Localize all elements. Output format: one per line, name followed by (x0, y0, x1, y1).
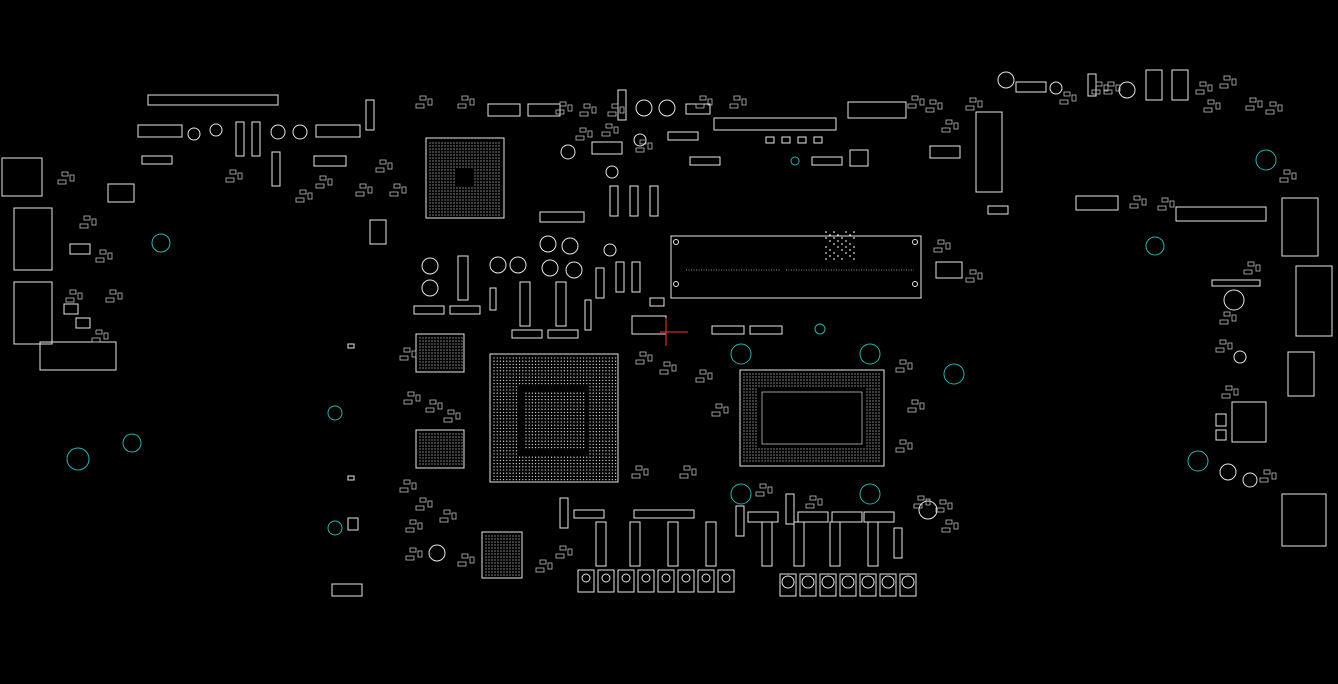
left-io-section (1, 157, 171, 471)
top-right-section (997, 69, 1277, 256)
center-components (331, 315, 783, 597)
port-connector[interactable] (1295, 265, 1333, 337)
right-io-section (1187, 197, 1333, 547)
mounting-hole[interactable] (122, 433, 142, 453)
mounting-hole[interactable] (1145, 236, 1165, 256)
port-connector[interactable] (1281, 197, 1319, 257)
connector[interactable] (975, 111, 1003, 193)
port-connector[interactable] (13, 281, 53, 345)
mounting-hole[interactable] (327, 405, 343, 421)
port-connector[interactable] (1287, 351, 1315, 397)
cpu-package[interactable] (739, 369, 885, 467)
top-left-section (137, 94, 387, 245)
top-connectors (713, 101, 1009, 279)
vrm-section (57, 75, 1297, 597)
connector[interactable] (847, 101, 907, 119)
port-connector[interactable] (13, 207, 53, 271)
port-connector[interactable] (1281, 493, 1327, 547)
mounting-hole[interactable] (730, 343, 752, 365)
cpu-mount-holes (327, 323, 965, 536)
top-middle-section (413, 89, 721, 339)
pch-bga[interactable] (425, 137, 505, 219)
connector[interactable] (39, 341, 117, 371)
mounting-hole[interactable] (66, 447, 90, 471)
mounting-hole[interactable] (1187, 450, 1209, 472)
mounting-hole[interactable] (943, 363, 965, 385)
mounting-hole[interactable] (730, 483, 752, 505)
connector[interactable] (713, 117, 837, 131)
gpu-bga[interactable] (489, 353, 619, 483)
mounting-hole[interactable] (859, 343, 881, 365)
vram-chip[interactable] (481, 531, 523, 579)
port-connector[interactable] (1, 157, 43, 197)
vram-chip[interactable] (415, 429, 465, 469)
memory-chips (415, 333, 523, 579)
mounting-hole[interactable] (327, 520, 343, 536)
connector[interactable] (147, 94, 279, 106)
mounting-hole[interactable] (1255, 149, 1277, 171)
sodimm-slot[interactable] (670, 231, 922, 299)
mounting-hole[interactable] (859, 483, 881, 505)
mounting-hole[interactable] (151, 233, 171, 253)
